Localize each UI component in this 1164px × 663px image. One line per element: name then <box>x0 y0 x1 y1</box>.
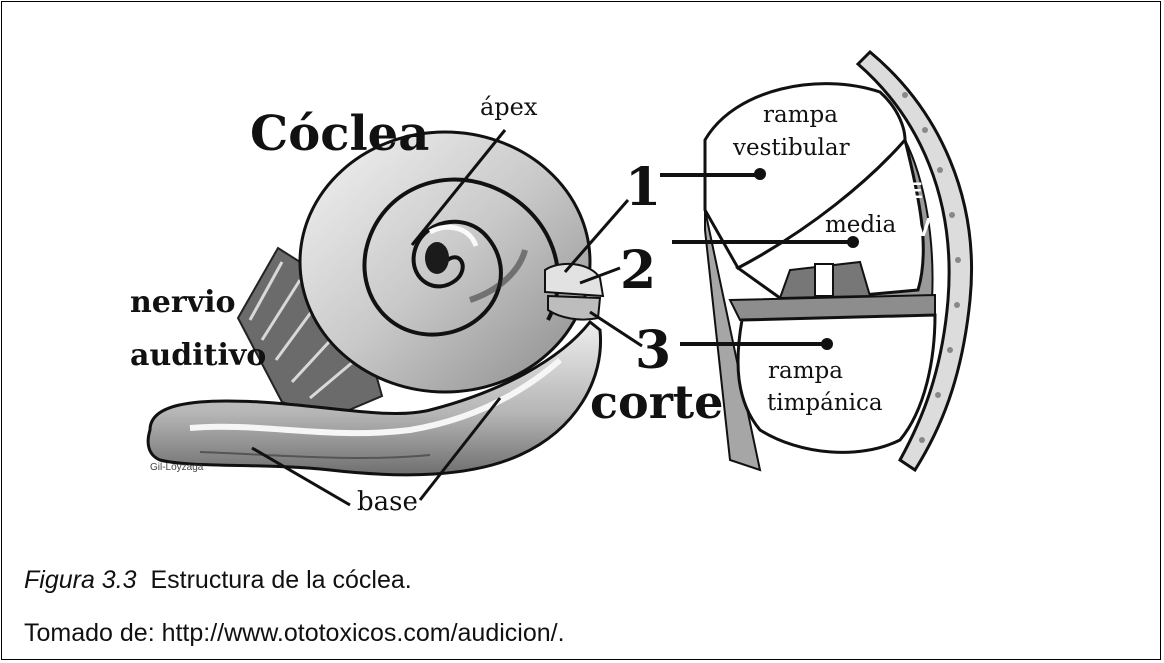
numeral-3: 3 <box>635 320 671 381</box>
figure-caption-text: Estructura de la cóclea. <box>150 566 411 594</box>
scala-vestibuli-label-line1: rampa <box>763 102 838 128</box>
section-label: corte <box>590 375 723 429</box>
nerve-label-line1: nervio <box>130 285 236 320</box>
artist-signature: Gil-Loyzaga <box>150 462 204 473</box>
apex-label: ápex <box>480 93 538 121</box>
cochlea-diagram: Cóclea ápex nervio auditivo base corte 1… <box>0 0 1164 560</box>
scala-media-label: media <box>825 212 897 238</box>
scala-vestibuli-label-line2: vestibular <box>732 135 850 161</box>
duct-cross-section-small <box>545 264 603 320</box>
numeral-2: 2 <box>620 240 656 301</box>
figure-number: Figura 3.3 <box>24 566 137 594</box>
scala-tympani-label-line1: rampa <box>768 358 843 384</box>
cochlea-spiral <box>300 132 590 392</box>
base-label: base <box>357 487 418 517</box>
ev-letter-v: V <box>914 212 932 242</box>
numeral-1: 1 <box>625 157 661 218</box>
scala-tympani-label-line2: timpánica <box>767 390 883 416</box>
source-credit: Tomado de: http://www.ototoxicos.com/aud… <box>24 619 565 648</box>
cochlea-title: Cóclea <box>250 106 429 162</box>
ev-letter-e: E <box>908 178 923 203</box>
figure-caption: Figura 3.3 Estructura de la cóclea. <box>24 566 412 595</box>
nerve-label-line2: auditivo <box>130 338 266 373</box>
